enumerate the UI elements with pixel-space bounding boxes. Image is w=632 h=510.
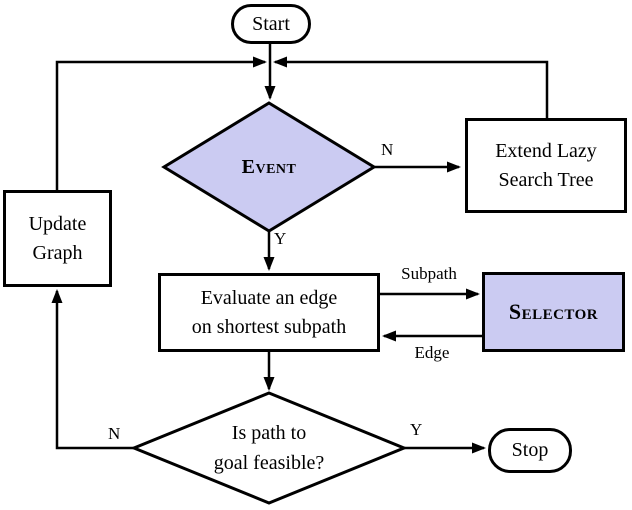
feasibility-decision-diamond xyxy=(130,391,408,505)
edge-label-event-yes: Y xyxy=(274,229,287,248)
update-label-line1: Update xyxy=(28,212,87,235)
feasibility-node-label: Is path to goal feasible? xyxy=(134,416,404,480)
event-decision-diamond xyxy=(161,101,377,233)
selector-node: Selector xyxy=(482,272,625,352)
connector-feasible-no-to-updategraph xyxy=(51,289,134,450)
edge-label-edge: Edge xyxy=(414,343,450,362)
update-label-line2: Graph xyxy=(32,241,83,264)
edge-label-event-no: N xyxy=(381,140,394,159)
selector-label: Selector xyxy=(508,299,599,325)
event-label-text: Event xyxy=(241,156,297,178)
edge-label-feasible-yes: Y xyxy=(410,420,423,439)
extend-label-line2: Search Tree xyxy=(498,168,594,191)
stop-label: Stop xyxy=(511,439,549,461)
feasible-label-line1: Is path to xyxy=(231,422,307,444)
edge-label-subpath: Subpath xyxy=(401,264,457,283)
evaluate-label-line1: Evaluate an edge xyxy=(200,286,338,309)
stop-node: Stop xyxy=(488,428,572,473)
extend-label-line1: Extend Lazy xyxy=(495,139,597,162)
feasible-label-line2: goal feasible? xyxy=(213,452,325,474)
evaluate-label-line2: on shortest subpath xyxy=(191,315,347,338)
start-label: Start xyxy=(252,12,290,35)
event-node-label: Event xyxy=(164,146,374,188)
update-graph-node: Update Graph xyxy=(3,190,112,287)
evaluate-edge-node: Evaluate an edge on shortest subpath xyxy=(158,273,380,352)
edge-label-feasible-no: N xyxy=(108,424,121,443)
start-node: Start xyxy=(231,4,311,44)
connector-extendtree-to-junction xyxy=(273,56,549,118)
connector-updategraph-to-junction xyxy=(55,56,267,190)
extend-lazy-search-tree-node: Extend Lazy Search Tree xyxy=(465,118,627,213)
